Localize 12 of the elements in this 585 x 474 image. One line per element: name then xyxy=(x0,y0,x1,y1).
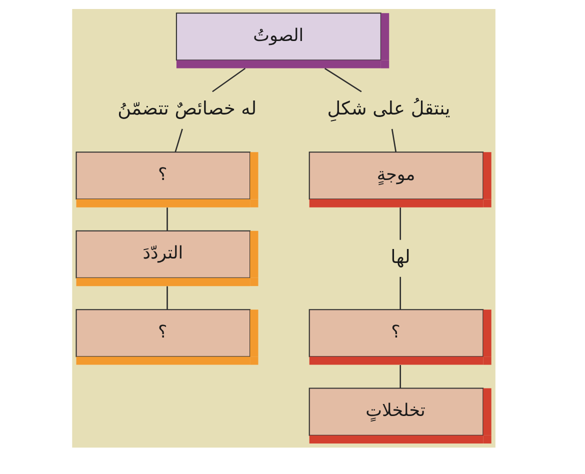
connector xyxy=(166,207,168,230)
node-text: له خصائصٌ تتضمّنُ xyxy=(117,98,256,120)
connector xyxy=(399,207,401,240)
connector xyxy=(399,364,401,388)
connector xyxy=(324,67,362,92)
connector xyxy=(166,286,168,309)
connector xyxy=(212,67,246,92)
connector xyxy=(399,276,401,309)
node-text: لها xyxy=(390,246,410,268)
connector xyxy=(174,128,182,152)
node-text: ينتقلُ على شكلِ xyxy=(326,98,450,120)
connector xyxy=(390,128,396,152)
